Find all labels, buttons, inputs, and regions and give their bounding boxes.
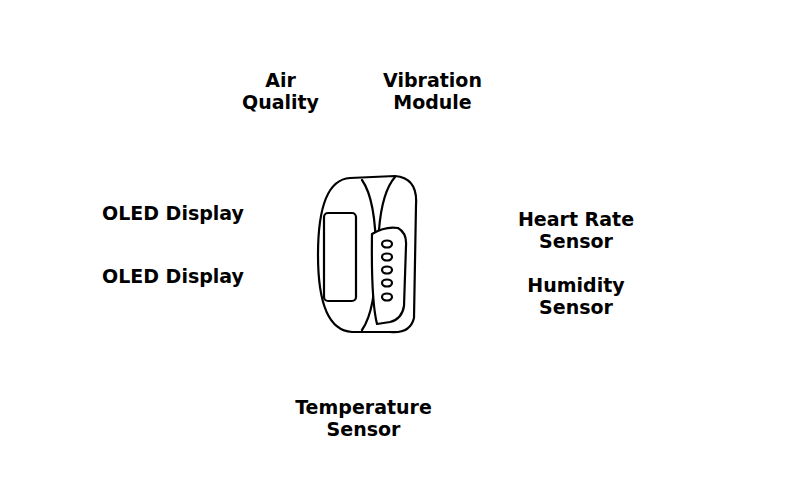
component-label: OLED Display [102,202,244,224]
strap-hole [382,294,392,301]
strap-hole [382,267,392,274]
component-label: Temperature Sensor [294,396,433,440]
component-label: Humidity Sensor [526,274,626,318]
component-label: Vibration Module [382,69,483,113]
band-outline [318,176,416,332]
strap-hole [382,280,392,287]
component-label: Heart Rate Sensor [516,208,636,252]
component-label: Air Quality [241,69,320,113]
strap [372,228,406,324]
screen [324,213,356,301]
band-fold [379,177,395,230]
component-label: OLED Display [102,265,244,287]
strap-hole [382,241,392,248]
strap-hole [382,254,392,261]
